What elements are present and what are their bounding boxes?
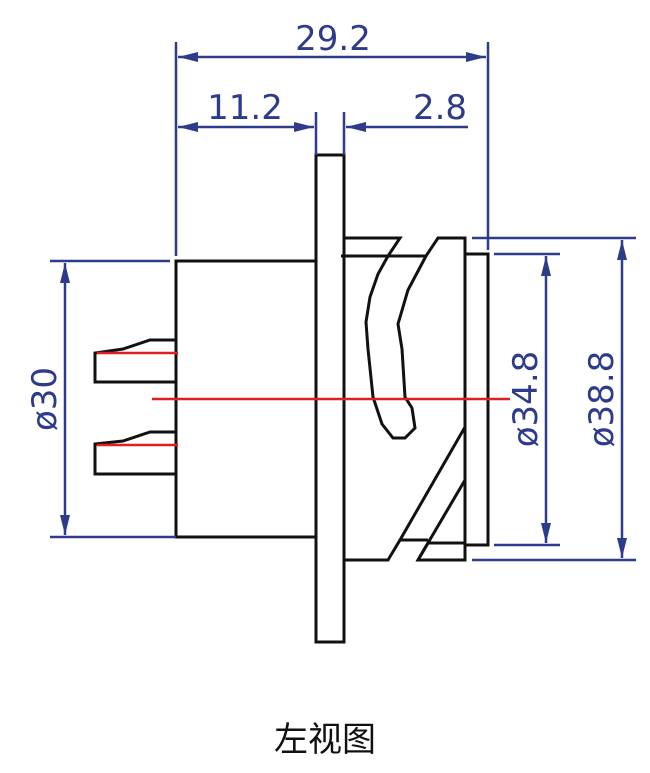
dimension-labels: 29.2 11.2 2.8 ø30 ø34.8 ø38.8 [25,19,622,447]
front-housing [341,236,403,258]
dimension-lines [50,42,636,562]
upper-pin [93,338,176,384]
centerlines [97,351,510,447]
latch-spring [364,255,428,440]
label-flange-thickness: 2.8 [413,88,467,128]
label-front-outer-diameter: ø38.8 [582,351,622,448]
label-rear-length: 11.2 [207,88,283,128]
view-caption: 左视图 [274,720,376,760]
thread-lines [398,426,467,541]
label-rear-diameter: ø30 [25,367,65,431]
label-overall-length: 29.2 [295,19,371,59]
lower-pin [93,430,176,476]
label-front-inner-diameter: ø34.8 [506,351,546,448]
